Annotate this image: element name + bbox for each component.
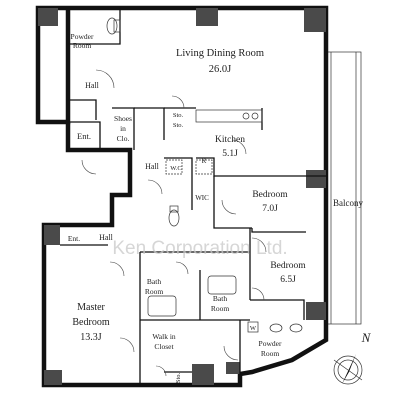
interior-walls [60,8,326,385]
fixtures [106,17,303,333]
structural-columns [38,8,326,385]
master-line1: Master [77,302,105,313]
bath2-line1: Bath [213,294,227,303]
powder-low-line1: Powder [259,339,282,348]
master-area: 13.3J [80,332,102,343]
bedroom2-area: 6.5J [280,275,296,285]
room-labels: Powder Room Living Dining Room 26.0J Hal… [68,32,364,383]
ldr-label: Living Dining Room [176,48,264,59]
bath1-line1: Bath [147,277,161,286]
sto1-label: Sto. [173,112,184,119]
ent-top-label: Ent. [77,131,91,141]
powder-room-top-line1: Powder [71,32,94,41]
walkin-line2: Closet [154,342,174,351]
hall-low-label: Hall [99,233,114,242]
shoes-line2: in [120,124,126,133]
balcony-area [326,51,362,325]
bedroom1-label: Bedroom [252,190,288,200]
watermark: Ken Corporation Ltd. [112,238,287,259]
w-label: W [250,325,257,332]
ldr-area: 26.0J [209,64,231,75]
hall-top-label: Hall [85,81,100,90]
bath1-line2: Room [145,287,164,296]
kitchen-area: 5.1J [222,149,238,159]
shoes-line1: Shoes [114,114,132,123]
compass-needle-icon [342,354,356,384]
kitchen-label: Kitchen [215,135,245,145]
bedroom1-area: 7.0J [262,204,278,214]
wc-label: W.C [170,165,182,172]
shoes-line3: Clo. [117,134,130,143]
r-label: R [202,157,207,165]
powder-room-top-line2: Room [73,41,92,50]
door-swings [81,69,267,377]
ent-low-label: Ent. [68,234,80,243]
sto2-label: Sto. [173,122,184,129]
wic-mid-label: WIC [195,194,209,202]
compass: N [333,330,372,385]
sto-low-label: Sto. [175,372,182,383]
master-line2: Bedroom [72,317,109,328]
walkin-line1: Walk in [152,332,176,341]
powder-low-line2: Room [261,349,280,358]
hall-mid-label: Hall [145,162,160,171]
bedroom2-label: Bedroom [270,261,306,271]
bath2-line2: Room [211,304,230,313]
balcony-label: Balcony [333,198,363,208]
compass-north: N [361,330,372,345]
